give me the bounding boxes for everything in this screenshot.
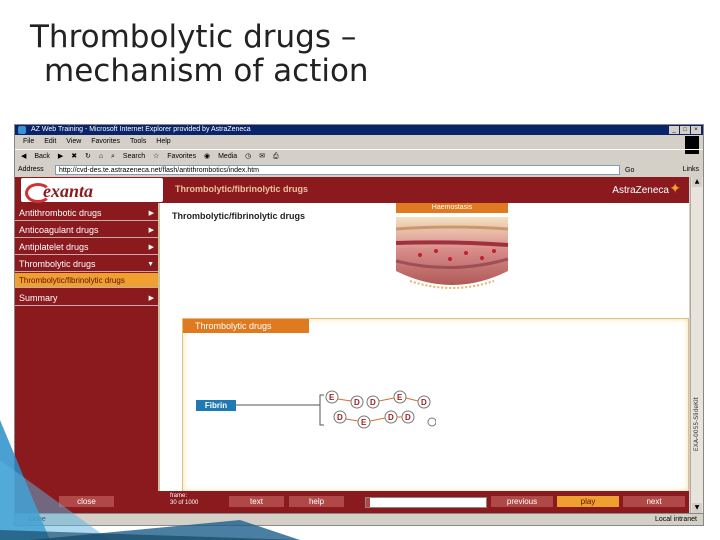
header-title: Thrombolytic/fibrinolytic drugs	[175, 184, 309, 194]
scroll-up-icon[interactable]: ▲	[692, 177, 702, 187]
toolbar: ◀ Back ▶ ✖ ↻ ⌂ ⌕ Search ☆ Favorites ◉ Me…	[15, 149, 703, 164]
svg-text:E: E	[329, 393, 335, 402]
zone-text: Local intranet	[654, 516, 697, 523]
ie-icon	[18, 126, 26, 134]
progress-bar[interactable]	[365, 497, 487, 508]
go-button[interactable]: Go	[625, 167, 635, 174]
slide-title-line2: mechanism of action	[44, 53, 369, 89]
exanta-logo: exanta	[21, 178, 163, 203]
nav-anticoagulant[interactable]: Anticoagulant drugs ▶	[15, 223, 158, 238]
nav-thrombolytic-fibrinolytic[interactable]: Thrombolytic/fibrinolytic drugs	[15, 273, 158, 288]
mail-icon[interactable]: ✉	[259, 153, 266, 160]
help-button[interactable]: help	[289, 496, 344, 507]
slide-title-line1: Thrombolytic drugs –	[30, 19, 357, 55]
links-button[interactable]: Links	[682, 166, 699, 173]
nav-thrombolytic[interactable]: Thrombolytic drugs ▼	[15, 257, 158, 272]
close-window-button[interactable]: ×	[691, 126, 701, 134]
address-label: Address	[18, 166, 44, 173]
arrow-down-icon: ▼	[147, 261, 154, 268]
blood-vessel-image	[395, 217, 509, 289]
menu-help[interactable]: Help	[156, 138, 171, 145]
menu-tools[interactable]: Tools	[130, 138, 147, 145]
search-button[interactable]: ⌕ Search	[111, 153, 146, 160]
panel-label: Thrombolytic drugs	[183, 319, 309, 333]
forward-icon[interactable]: ▶	[57, 153, 64, 160]
favorites-button[interactable]: ☆ Favorites	[153, 153, 197, 160]
fibrin-network-diagram: E D D E D D E D D	[236, 390, 436, 429]
progress-fill	[366, 498, 370, 507]
frame-counter: frame: 30 of 1000	[170, 493, 198, 507]
slide-title: Thrombolytic drugs – mechanism of action	[30, 20, 450, 88]
play-button[interactable]: play	[557, 496, 619, 507]
menu-view[interactable]: View	[66, 138, 82, 145]
arrow-right-icon: ▶	[148, 295, 154, 302]
nav-summary[interactable]: Summary ▶	[15, 291, 158, 306]
exanta-swoosh-icon	[25, 183, 51, 203]
nav-label: Summary	[19, 293, 58, 303]
media-button[interactable]: ◉ Media	[204, 153, 238, 160]
maximize-button[interactable]: □	[680, 126, 690, 134]
astrazeneca-symbol-icon: ✦	[669, 181, 681, 197]
svg-text:D: D	[388, 413, 394, 422]
nav-antithrombotic[interactable]: Antithrombotic drugs ▶	[15, 206, 158, 221]
search-label: Search	[122, 153, 146, 160]
fibrin-label: Fibrin	[196, 400, 236, 411]
svg-text:E: E	[397, 393, 403, 402]
nav-label: Thrombolytic drugs	[19, 259, 96, 269]
minimize-button[interactable]: _	[669, 126, 679, 134]
web-page: exanta Thrombolytic/fibrinolytic drugs A…	[15, 177, 689, 513]
previous-button[interactable]: previous	[491, 496, 553, 507]
page-header: exanta Thrombolytic/fibrinolytic drugs A…	[15, 177, 689, 203]
history-icon[interactable]: ◷	[245, 153, 252, 160]
menu-edit[interactable]: Edit	[44, 138, 57, 145]
home-icon[interactable]: ⌂	[98, 153, 104, 160]
sidebar: Antithrombotic drugs ▶ Anticoagulant drug…	[15, 203, 160, 491]
nav-label: Anticoagulant drugs	[19, 225, 99, 235]
svg-text:D: D	[405, 413, 411, 422]
scrollbar-side-text: EXA-0055-SlideKit	[693, 397, 700, 452]
arrow-right-icon: ▶	[148, 227, 154, 234]
menu-bar: File Edit View Favorites Tools Help	[15, 136, 703, 154]
favorites-label: Favorites	[167, 153, 197, 160]
svg-text:D: D	[370, 398, 376, 407]
astrazeneca-logo: AstraZeneca	[612, 185, 669, 196]
arrow-right-icon: ▶	[148, 244, 154, 251]
address-bar: Address http://cvd-des.te.astrazeneca.ne…	[15, 164, 703, 176]
exanta-brand: exanta	[43, 181, 94, 201]
content-title: Thrombolytic/fibrinolytic drugs	[172, 211, 306, 221]
frame-label: frame:	[170, 493, 188, 499]
svg-text:D: D	[421, 398, 427, 407]
nav-label: Thrombolytic/fibrinolytic drugs	[19, 276, 125, 285]
content-area: Thrombolytic/fibrinolytic drugs Haemosta…	[160, 203, 689, 492]
text-button[interactable]: text	[229, 496, 284, 507]
vertical-scrollbar[interactable]: ▲ EXA-0055-SlideKit ▼	[690, 177, 703, 513]
haemostasis-illustration: Haemostasis	[390, 203, 514, 299]
title-bar: AZ Web Training - Microsoft Internet Exp…	[15, 125, 703, 135]
nav-antiplatelet[interactable]: Antiplatelet drugs ▶	[15, 240, 158, 255]
svg-text:D: D	[337, 413, 343, 422]
browser-window: AZ Web Training - Microsoft Internet Exp…	[14, 124, 704, 526]
nav-label: Antithrombotic drugs	[19, 208, 102, 218]
player-controls: close frame: 30 of 1000 text help previo…	[15, 491, 689, 513]
slide-decoration	[0, 420, 300, 540]
media-label: Media	[218, 153, 238, 160]
print-icon[interactable]: ⎙	[273, 153, 279, 160]
back-button[interactable]: ◀ Back	[21, 153, 50, 160]
arrow-right-icon: ▶	[148, 210, 154, 217]
window-title: AZ Web Training - Microsoft Internet Exp…	[31, 126, 251, 133]
nav-label: Antiplatelet drugs	[19, 242, 89, 252]
back-label: Back	[34, 153, 50, 160]
stop-icon[interactable]: ✖	[71, 153, 78, 160]
refresh-icon[interactable]: ↻	[85, 153, 91, 160]
svg-text:E: E	[361, 418, 367, 427]
menu-favorites[interactable]: Favorites	[91, 138, 121, 145]
svg-text:D: D	[354, 398, 360, 407]
address-input[interactable]: http://cvd-des.te.astrazeneca.net/flash/…	[55, 165, 620, 175]
next-button[interactable]: next	[623, 496, 685, 507]
menu-file[interactable]: File	[23, 138, 35, 145]
scroll-down-icon[interactable]: ▼	[692, 503, 702, 513]
close-button[interactable]: close	[59, 496, 114, 507]
haemostasis-label: Haemostasis	[396, 203, 508, 213]
frame-value: 30 of 1000	[170, 500, 199, 506]
